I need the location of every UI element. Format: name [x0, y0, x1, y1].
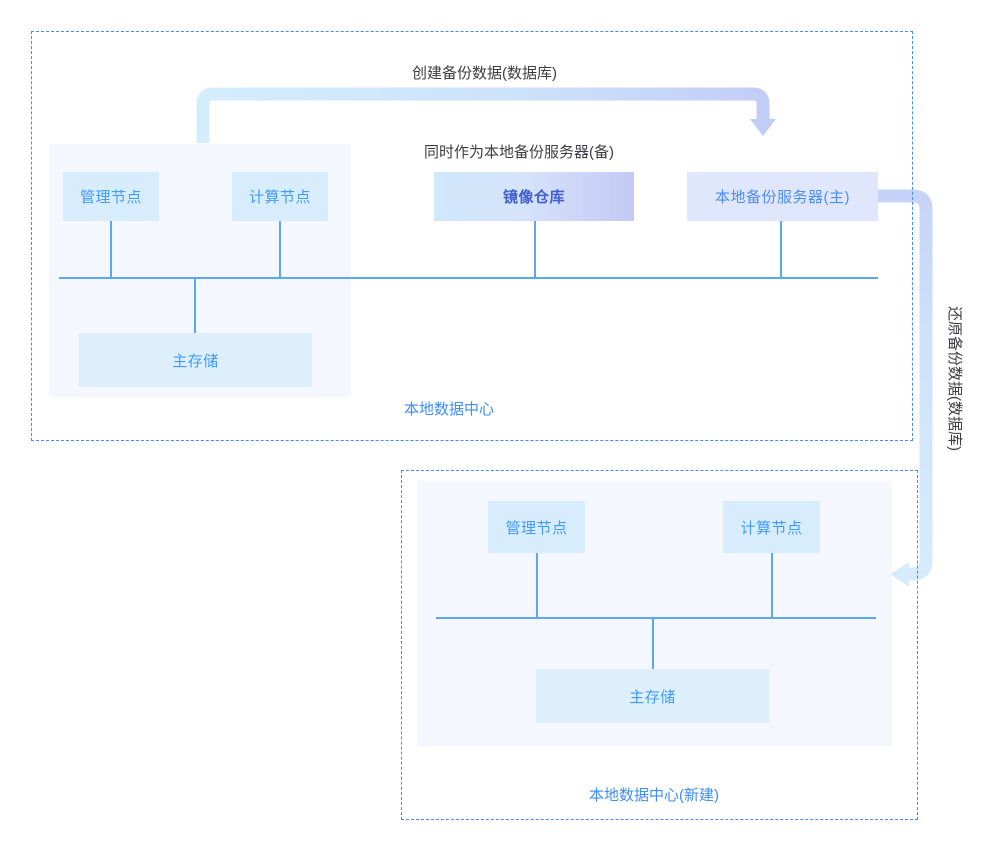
node-compute2-label: 计算节点 — [740, 519, 803, 537]
node-registry-label: 镜像仓库 — [502, 189, 565, 206]
connector-compute — [279, 221, 281, 278]
node-registry[interactable]: 镜像仓库 — [434, 172, 634, 221]
new-bus-line — [436, 617, 876, 619]
connector-mgmt2 — [536, 553, 538, 617]
node-mgmt2[interactable]: 管理节点 — [488, 501, 585, 553]
restore-flow-caption: 还原备份数据(数据库) — [946, 306, 963, 451]
registry-note-caption: 同时作为本地备份服务器(备) — [424, 144, 614, 161]
connector-mgmt — [110, 221, 112, 278]
node-mgmt[interactable]: 管理节点 — [63, 172, 159, 221]
backup-flow-caption: 创建备份数据(数据库) — [412, 65, 557, 82]
node-compute[interactable]: 计算节点 — [232, 172, 328, 221]
node-storage[interactable]: 主存储 — [79, 333, 312, 387]
node-backup-server[interactable]: 本地备份服务器(主) — [687, 172, 878, 221]
connector-storage2 — [652, 617, 654, 673]
node-storage2[interactable]: 主存储 — [536, 669, 769, 723]
connector-registry — [534, 221, 536, 278]
connector-compute2 — [771, 553, 773, 617]
datacenter-primary-label: 本地数据中心 — [404, 401, 495, 418]
connector-backup — [780, 221, 782, 278]
node-compute2[interactable]: 计算节点 — [723, 501, 820, 553]
connector-storage — [194, 277, 196, 333]
node-compute-label: 计算节点 — [248, 189, 311, 206]
node-backup-server-label: 本地备份服务器(主) — [715, 189, 850, 206]
node-mgmt2-label: 管理节点 — [505, 519, 568, 537]
primary-bus-line — [59, 277, 878, 279]
node-storage-label: 主存储 — [172, 352, 219, 370]
node-storage2-label: 主存储 — [629, 688, 676, 706]
node-mgmt-label: 管理节点 — [79, 189, 142, 206]
datacenter-new-label: 本地数据中心(新建) — [589, 787, 719, 804]
datacenter-new-container — [401, 470, 918, 820]
datacenter-primary-container — [31, 31, 913, 441]
